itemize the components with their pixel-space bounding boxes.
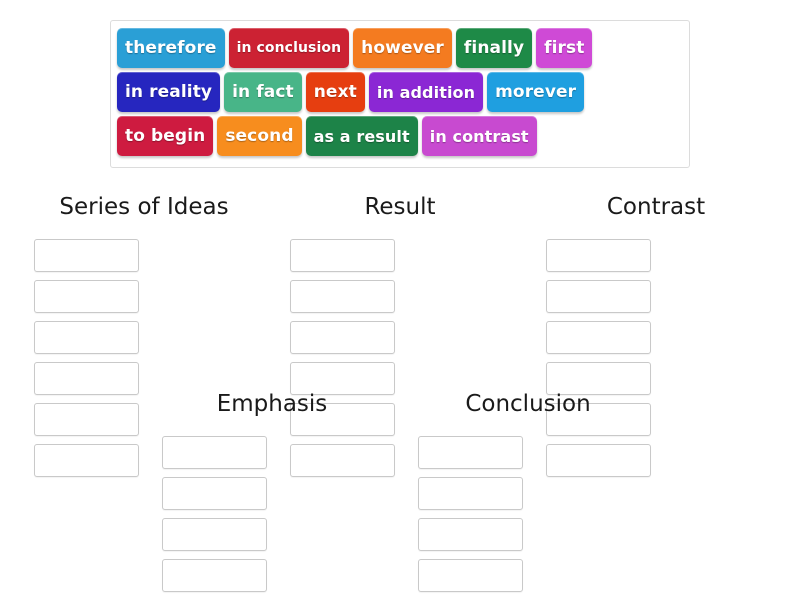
group-title-series: Series of Ideas	[59, 194, 229, 220]
drop-slot[interactable]	[546, 362, 651, 395]
word-tile[interactable]: therefore	[117, 28, 225, 68]
drop-slot[interactable]	[162, 477, 267, 510]
drop-slot[interactable]	[290, 321, 395, 354]
drop-slot[interactable]	[162, 436, 267, 469]
category-group-emphasis: Emphasis	[162, 393, 382, 600]
drop-slot[interactable]	[290, 239, 395, 272]
word-tile[interactable]: first	[536, 28, 593, 68]
drop-slot[interactable]	[34, 321, 139, 354]
drop-slot[interactable]	[290, 362, 395, 395]
category-group-conclusion: Conclusion	[418, 393, 638, 600]
word-tile[interactable]: in contrast	[421, 116, 537, 156]
drop-slot-grid-series	[34, 239, 254, 477]
category-group-contrast: Contrast	[546, 196, 766, 477]
group-title-conclusion: Conclusion	[465, 391, 591, 417]
word-tile[interactable]: as a result	[305, 116, 418, 156]
drop-slot[interactable]	[34, 362, 139, 395]
drop-slot[interactable]	[34, 239, 139, 272]
drop-slot[interactable]	[34, 280, 139, 313]
drop-slot[interactable]	[290, 403, 395, 436]
category-group-result: Result	[290, 196, 510, 477]
drop-slot[interactable]	[290, 280, 395, 313]
drop-slot-grid-conclusion	[418, 436, 638, 600]
group-title-result: Result	[364, 194, 436, 220]
drop-slot[interactable]	[34, 403, 139, 436]
word-tile[interactable]: in reality	[117, 72, 221, 112]
drop-slot[interactable]	[418, 436, 523, 469]
word-tile[interactable]: morever	[487, 72, 585, 112]
drop-slot[interactable]	[546, 403, 651, 436]
word-tile[interactable]: in conclusion	[228, 28, 350, 68]
drop-slot-grid-emphasis	[162, 436, 382, 600]
drop-slot[interactable]	[546, 444, 651, 477]
drop-slot-grid-result	[290, 239, 510, 477]
word-tile[interactable]: second	[217, 116, 302, 156]
word-tile[interactable]: to begin	[117, 116, 214, 156]
group-title-emphasis: Emphasis	[216, 391, 328, 417]
drop-slot-grid-contrast	[546, 239, 766, 477]
word-tile[interactable]: next	[305, 72, 365, 112]
drop-slot[interactable]	[162, 559, 267, 592]
drop-slot[interactable]	[546, 239, 651, 272]
drop-slot[interactable]	[546, 321, 651, 354]
drop-slot[interactable]	[290, 444, 395, 477]
drop-slot[interactable]	[418, 559, 523, 592]
drop-slot[interactable]	[162, 518, 267, 551]
drop-slot[interactable]	[546, 280, 651, 313]
word-tile[interactable]: in addition	[368, 72, 484, 112]
drop-slot[interactable]	[34, 444, 139, 477]
drop-slot[interactable]	[418, 477, 523, 510]
word-tile[interactable]: in fact	[224, 72, 302, 112]
word-tile[interactable]: however	[353, 28, 452, 68]
category-group-series: Series of Ideas	[34, 196, 254, 477]
group-title-contrast: Contrast	[606, 194, 706, 220]
word-tile[interactable]: finally	[455, 28, 533, 68]
drop-slot[interactable]	[418, 518, 523, 551]
